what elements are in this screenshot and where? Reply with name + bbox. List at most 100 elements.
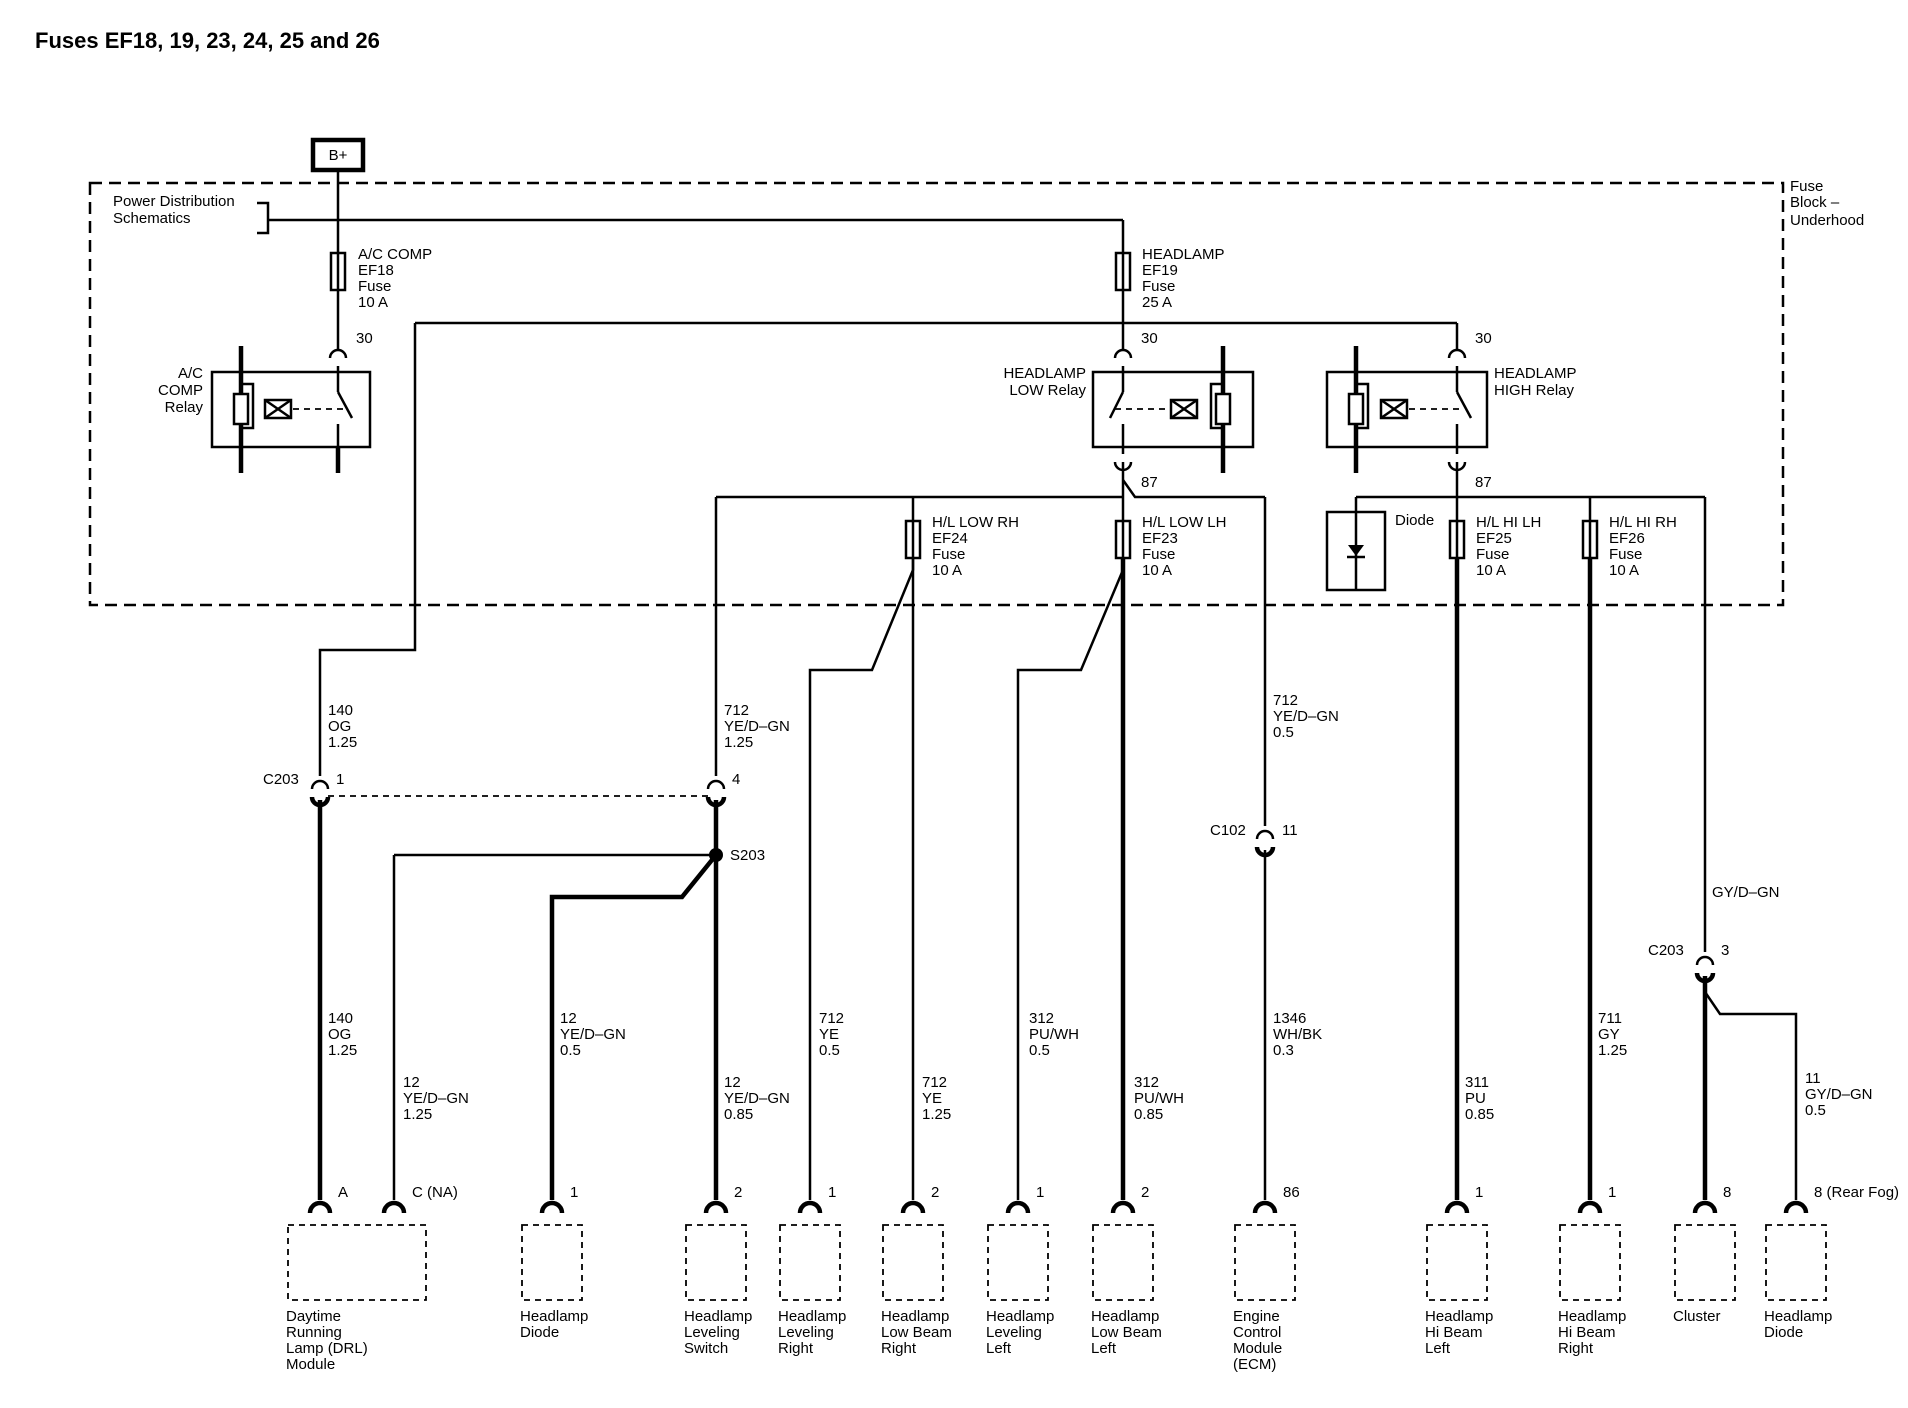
lowbeam-right-box (882, 1224, 944, 1301)
svg-text:(ECM): (ECM) (1233, 1356, 1276, 1373)
pin-drl-a: A (338, 1184, 348, 1201)
svg-text:312: 312 (1134, 1074, 1159, 1091)
wire-label-311: 311 PU 0.85 (1465, 1074, 1494, 1123)
svg-text:Diode: Diode (1764, 1324, 1803, 1341)
fuse-block-label: Fuse Block – Underhood (1790, 178, 1864, 229)
svg-text:Module: Module (286, 1356, 335, 1373)
fuse-ef24-label: H/L LOW RH EF24 Fuse 10 A (932, 514, 1019, 579)
svg-text:H/L LOW RH: H/L LOW RH (932, 514, 1019, 531)
svg-text:10 A: 10 A (358, 294, 388, 311)
rear-fog-diode-box (1765, 1224, 1827, 1301)
fuse-ef23-label: H/L LOW LH EF23 Fuse 10 A (1142, 514, 1226, 579)
connector-c102-pin: 11 (1282, 822, 1298, 839)
svg-text:1.25: 1.25 (403, 1106, 432, 1123)
svg-text:Headlamp: Headlamp (1425, 1308, 1493, 1325)
pin-drl-c: C (NA) (412, 1184, 458, 1201)
component-label-hibeam-left: Headlamp Hi Beam Left (1425, 1308, 1493, 1357)
svg-text:0.5: 0.5 (1029, 1042, 1050, 1059)
wire-label-140-og-upper: 140 OG 1.25 (328, 702, 357, 751)
connector-c203-name: C203 (263, 771, 299, 788)
component-label-drl: Daytime Running Lamp (DRL) Module (286, 1308, 368, 1373)
svg-text:YE: YE (819, 1026, 839, 1043)
svg-text:Right: Right (778, 1340, 814, 1357)
headlamp-low-relay (1091, 346, 1255, 473)
svg-text:COMP: COMP (158, 382, 203, 399)
inline-connectors (309, 779, 1716, 984)
svg-text:Hi Beam: Hi Beam (1558, 1324, 1616, 1341)
headlamp-low-relay-label: HEADLAMP LOW Relay (1003, 365, 1086, 399)
svg-text:YE/D–GN: YE/D–GN (1273, 708, 1339, 725)
svg-text:YE/D–GN: YE/D–GN (403, 1090, 469, 1107)
svg-text:H/L HI RH: H/L HI RH (1609, 514, 1677, 531)
svg-text:YE/D–GN: YE/D–GN (724, 1090, 790, 1107)
svg-text:Fuse: Fuse (1476, 546, 1509, 563)
svg-text:PU/WH: PU/WH (1029, 1026, 1079, 1043)
svg-text:EF25: EF25 (1476, 530, 1512, 547)
wire-label-312-leveling: 312 PU/WH 0.5 (1029, 1010, 1079, 1059)
svg-text:25 A: 25 A (1142, 294, 1172, 311)
svg-text:Low Beam: Low Beam (1091, 1324, 1162, 1341)
pin-diode-1: 1 (570, 1184, 578, 1201)
svg-text:Headlamp: Headlamp (1558, 1308, 1626, 1325)
battery-power-label: B+ (329, 147, 348, 164)
svg-text:12: 12 (403, 1074, 420, 1091)
svg-text:10 A: 10 A (1476, 562, 1506, 579)
svg-text:Fuse: Fuse (1609, 546, 1642, 563)
svg-text:311: 311 (1465, 1074, 1489, 1091)
ac-comp-relay (210, 346, 372, 473)
wire-label-gy-dgn: GY/D–GN (1712, 884, 1780, 901)
wire-label-11: 11 GY/D–GN 0.5 (1805, 1070, 1873, 1119)
svg-text:Fuse: Fuse (1142, 278, 1175, 295)
pin-cluster-8: 8 (1723, 1184, 1731, 1201)
svg-text:YE/D–GN: YE/D–GN (560, 1026, 626, 1043)
pin-lowbeam-left-2: 2 (1141, 1184, 1149, 1201)
svg-text:YE: YE (922, 1090, 942, 1107)
pin-hibeam-right-1: 1 (1608, 1184, 1616, 1201)
svg-text:H/L HI LH: H/L HI LH (1476, 514, 1541, 531)
svg-text:12: 12 (560, 1010, 577, 1027)
svg-text:GY/D–GN: GY/D–GN (1805, 1086, 1873, 1103)
relay-pin-87-high: 87 (1475, 474, 1492, 491)
svg-text:EF19: EF19 (1142, 262, 1178, 279)
svg-text:1.25: 1.25 (922, 1106, 951, 1123)
component-label-hibeam-right: Headlamp Hi Beam Right (1558, 1308, 1626, 1357)
ac-comp-relay-label: A/C COMP Relay (158, 365, 203, 416)
svg-text:YE/D–GN: YE/D–GN (724, 718, 790, 735)
relay-output-buses (318, 323, 1707, 952)
svg-text:EF23: EF23 (1142, 530, 1178, 547)
svg-text:Daytime: Daytime (286, 1308, 341, 1325)
svg-text:EF26: EF26 (1609, 530, 1645, 547)
pin-ecm-86: 86 (1283, 1184, 1300, 1201)
svg-text:Leveling: Leveling (986, 1324, 1042, 1341)
svg-text:HIGH Relay: HIGH Relay (1494, 382, 1575, 399)
svg-text:1.25: 1.25 (328, 1042, 357, 1059)
svg-text:Headlamp: Headlamp (778, 1308, 846, 1325)
svg-text:712: 712 (724, 702, 749, 719)
relay-pin-30-low: 30 (1141, 330, 1158, 347)
wire-label-711: 711 GY 1.25 (1598, 1010, 1627, 1059)
svg-text:EF24: EF24 (932, 530, 968, 547)
svg-text:Schematics: Schematics (113, 210, 191, 227)
svg-text:0.5: 0.5 (1273, 724, 1294, 741)
power-bus (268, 170, 1459, 345)
component-label-lowbeam-right: Headlamp Low Beam Right (881, 1308, 952, 1357)
component-label-leveling-right: Headlamp Leveling Right (778, 1308, 846, 1357)
svg-text:Fuse: Fuse (358, 278, 391, 295)
svg-text:0.5: 0.5 (819, 1042, 840, 1059)
svg-text:0.85: 0.85 (1134, 1106, 1163, 1123)
component-label-leveling-left: Headlamp Leveling Left (986, 1308, 1054, 1357)
headlamp-high-relay-label: HEADLAMP HIGH Relay (1494, 365, 1577, 399)
svg-text:Headlamp: Headlamp (1091, 1308, 1159, 1325)
svg-text:10 A: 10 A (1142, 562, 1172, 579)
svg-text:Left: Left (1425, 1340, 1451, 1357)
leveling-left-box (987, 1224, 1049, 1301)
svg-text:Fuse: Fuse (932, 546, 965, 563)
svg-text:A/C COMP: A/C COMP (358, 246, 432, 263)
relay-pin-30-high: 30 (1475, 330, 1492, 347)
svg-text:Diode: Diode (520, 1324, 559, 1341)
svg-text:Headlamp: Headlamp (684, 1308, 752, 1325)
component-label-headlamp-diode: Headlamp Diode (520, 1308, 588, 1341)
svg-text:0.85: 0.85 (1465, 1106, 1494, 1123)
svg-text:Hi Beam: Hi Beam (1425, 1324, 1483, 1341)
